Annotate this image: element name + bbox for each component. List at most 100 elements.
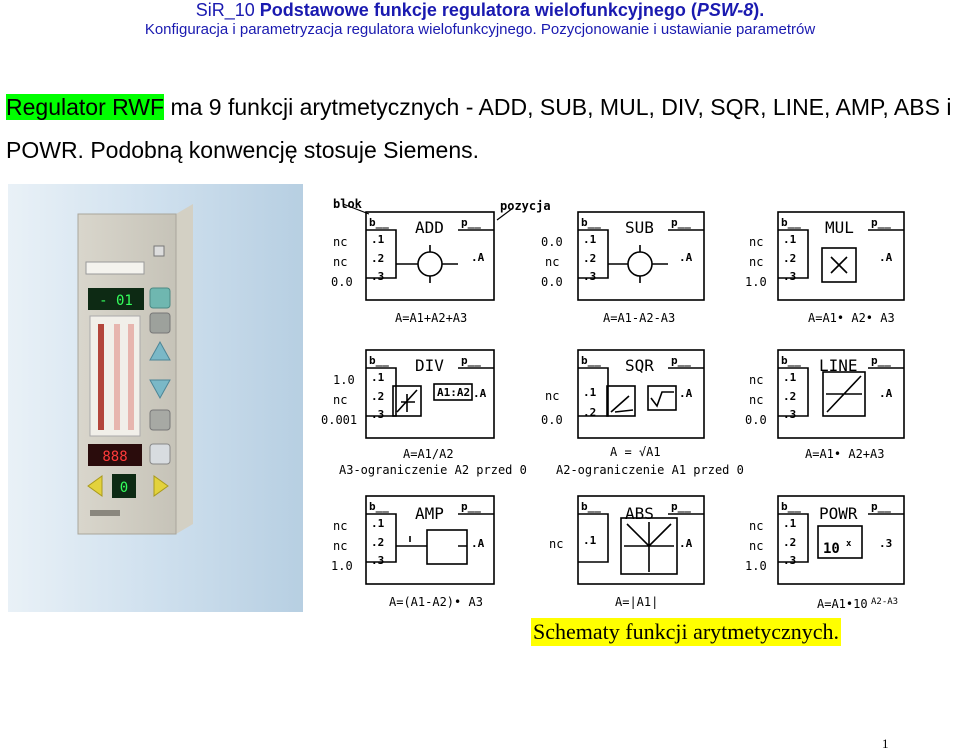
svg-text:nc: nc bbox=[749, 539, 763, 553]
svg-text:.A: .A bbox=[471, 537, 485, 550]
svg-text:p__: p__ bbox=[461, 216, 481, 229]
svg-text:b__: b__ bbox=[369, 216, 389, 229]
intro-paragraph: Regulator RWF ma 9 funkcji arytmetycznyc… bbox=[6, 86, 956, 172]
svg-text:.1: .1 bbox=[371, 517, 385, 530]
svg-text:.1: .1 bbox=[783, 233, 797, 246]
svg-text:0.0: 0.0 bbox=[331, 275, 353, 289]
page-number: 1 bbox=[882, 736, 889, 751]
svg-text:A3-ograniczenie A2 przed 0: A3-ograniczenie A2 przed 0 bbox=[339, 463, 527, 477]
svg-text:10: 10 bbox=[823, 541, 840, 557]
svg-text:A=A1-A2-A3: A=A1-A2-A3 bbox=[603, 311, 675, 325]
svg-text:.3: .3 bbox=[879, 537, 892, 550]
svg-text:nc: nc bbox=[749, 393, 763, 407]
svg-text:.A: .A bbox=[679, 537, 693, 550]
svg-text:.1: .1 bbox=[371, 233, 385, 246]
svg-text:- 01: - 01 bbox=[99, 293, 133, 309]
svg-text:A=|A1|: A=|A1| bbox=[615, 595, 658, 609]
svg-text:b__: b__ bbox=[581, 216, 601, 229]
svg-text:b__: b__ bbox=[781, 354, 801, 367]
svg-text:.2: .2 bbox=[783, 390, 796, 403]
svg-text:.2: .2 bbox=[583, 252, 596, 265]
svg-text:ADD: ADD bbox=[415, 218, 444, 237]
svg-text:nc: nc bbox=[749, 255, 763, 269]
svg-text:.1: .1 bbox=[371, 371, 385, 384]
svg-text:nc: nc bbox=[333, 235, 347, 249]
svg-text:.3: .3 bbox=[371, 270, 384, 283]
svg-text:nc: nc bbox=[749, 519, 763, 533]
svg-text:.A: .A bbox=[879, 387, 893, 400]
svg-text:.3: .3 bbox=[371, 408, 384, 421]
svg-text:A=A1/A2: A=A1/A2 bbox=[403, 447, 454, 461]
svg-text:DIV: DIV bbox=[415, 356, 444, 375]
svg-text:nc: nc bbox=[333, 519, 347, 533]
svg-text:A=A1• A2• A3: A=A1• A2• A3 bbox=[808, 311, 895, 325]
svg-text:.2: .2 bbox=[583, 406, 596, 419]
svg-text:nc: nc bbox=[545, 255, 559, 269]
course-code: SiR_10 bbox=[195, 0, 255, 20]
svg-text:b__: b__ bbox=[369, 500, 389, 513]
svg-text:nc: nc bbox=[549, 537, 563, 551]
svg-text:nc: nc bbox=[333, 255, 347, 269]
svg-text:.2: .2 bbox=[783, 252, 796, 265]
svg-text:.3: .3 bbox=[783, 270, 796, 283]
svg-text:A=A1•10: A=A1•10 bbox=[817, 597, 868, 611]
svg-text:0.0: 0.0 bbox=[745, 413, 767, 427]
svg-text:p__: p__ bbox=[461, 354, 481, 367]
function-schematics: blok pozycja b__b__b__ b__b__b__ b__b__b… bbox=[321, 197, 905, 611]
svg-text:p__: p__ bbox=[871, 500, 891, 513]
paragraph-text: ma 9 funkcji arytmetycznych - ADD, SUB, … bbox=[6, 94, 952, 163]
svg-text:888: 888 bbox=[102, 449, 127, 465]
svg-text:.2: .2 bbox=[371, 536, 384, 549]
block-names: ADD SUB MUL DIV SQR LINE AMP ABS POWR bbox=[415, 218, 858, 523]
svg-text:SUB: SUB bbox=[625, 218, 654, 237]
svg-text:.1: .1 bbox=[583, 233, 597, 246]
svg-text:nc: nc bbox=[333, 539, 347, 553]
block-inner-text: A1:A2 10 x bbox=[437, 386, 852, 557]
svg-text:A1:A2: A1:A2 bbox=[437, 386, 470, 399]
svg-text:.A: .A bbox=[679, 251, 693, 264]
svg-text:1.0: 1.0 bbox=[333, 373, 355, 387]
input-values: nc nc 0.0 0.0 nc 0.0 nc nc 1.0 1.0 nc 0.001 nc 0.… bbox=[321, 235, 767, 573]
svg-text:.A: .A bbox=[879, 251, 893, 264]
label-blok: blok bbox=[333, 197, 363, 211]
svg-text:0: 0 bbox=[120, 480, 128, 496]
svg-text:.3: .3 bbox=[371, 554, 384, 567]
label-pozycja: pozycja bbox=[500, 199, 551, 213]
svg-text:0.001: 0.001 bbox=[321, 413, 357, 427]
svg-text:p__: p__ bbox=[671, 500, 691, 513]
svg-text:SQR: SQR bbox=[625, 356, 654, 375]
svg-text:A2-ograniczenie A1 przed 0: A2-ograniczenie A1 przed 0 bbox=[556, 463, 744, 477]
svg-text:nc: nc bbox=[333, 393, 347, 407]
svg-text:.1: .1 bbox=[583, 534, 597, 547]
svg-text:p__: p__ bbox=[671, 216, 691, 229]
svg-text:.A: .A bbox=[473, 387, 487, 400]
svg-text:nc: nc bbox=[749, 373, 763, 387]
svg-text:1.0: 1.0 bbox=[745, 559, 767, 573]
svg-text:.1: .1 bbox=[783, 517, 797, 530]
svg-text:.1: .1 bbox=[583, 386, 597, 399]
svg-text:0.0: 0.0 bbox=[541, 413, 563, 427]
svg-text:0.0: 0.0 bbox=[541, 275, 563, 289]
svg-text:nc: nc bbox=[749, 235, 763, 249]
svg-text:p__: p__ bbox=[671, 354, 691, 367]
svg-text:nc: nc bbox=[545, 389, 559, 403]
svg-text:b__: b__ bbox=[781, 500, 801, 513]
svg-text:x: x bbox=[846, 539, 852, 549]
doc-id: PSW-8 bbox=[696, 0, 754, 20]
highlighted-term: Regulator RWF bbox=[6, 94, 165, 120]
doc-title: Podstawowe funkcje regulatora wielofunkc… bbox=[259, 0, 686, 20]
svg-text:.A: .A bbox=[471, 251, 485, 264]
svg-text:A2-A3: A2-A3 bbox=[871, 597, 898, 607]
svg-text:.3: .3 bbox=[583, 270, 596, 283]
schematic-lines bbox=[342, 203, 905, 585]
figure-caption: Schematy funkcji arytmetycznych. bbox=[531, 618, 842, 646]
port-labels: b__b__b__ b__b__b__ b__b__b__ p__p__p__ … bbox=[369, 216, 893, 567]
svg-text:p__: p__ bbox=[871, 216, 891, 229]
svg-text:b__: b__ bbox=[581, 500, 601, 513]
svg-text:A=(A1-A2)• A3: A=(A1-A2)• A3 bbox=[389, 595, 483, 609]
svg-text:.2: .2 bbox=[371, 252, 384, 265]
controller-photo: - 01 888 0 bbox=[8, 184, 303, 612]
svg-text:p__: p__ bbox=[461, 500, 481, 513]
svg-text:b__: b__ bbox=[581, 354, 601, 367]
svg-text:0.0: 0.0 bbox=[541, 235, 563, 249]
